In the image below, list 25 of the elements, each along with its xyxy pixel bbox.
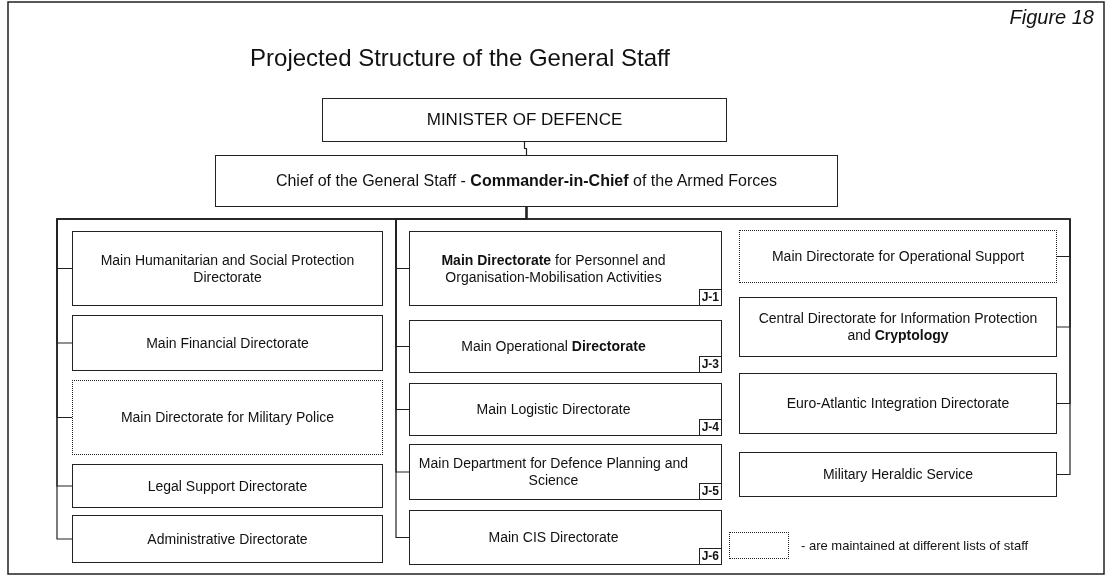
directorate-box: Main Directorate for Military Police — [72, 380, 383, 455]
directorate-box: Legal Support Directorate — [72, 464, 383, 508]
staff-code-tag: J-1 — [698, 289, 722, 306]
directorate-box: Main Operational Directorate J-3 — [409, 320, 722, 373]
staff-code-tag: J-5 — [698, 483, 722, 500]
directorate-box: Main Department for Defence Planning and Science J-5 — [409, 444, 722, 500]
figure-number: Figure 18 — [1009, 6, 1094, 29]
directorate-box: MINISTER OF DEFENCE — [322, 98, 727, 142]
directorate-box: Main Logistic Directorate J-4 — [409, 383, 722, 436]
staff-code-tag: J-6 — [698, 548, 722, 565]
directorate-box: Military Heraldic Service — [739, 452, 1057, 497]
directorate-box: Administrative Directorate — [72, 515, 383, 563]
staff-code-tag: J-4 — [698, 419, 722, 436]
directorate-box: Main Financial Directorate — [72, 315, 383, 371]
directorate-box: Euro-Atlantic Integration Directorate — [739, 373, 1057, 434]
diagram-title: Projected Structure of the General Staff — [249, 44, 671, 72]
connector-line — [525, 206, 1071, 476]
staff-code-tag: J-3 — [698, 356, 722, 373]
directorate-box: Main Humanitarian and Social Protection Directorate — [72, 231, 383, 306]
legend-text: - are maintained at different lists of staff — [801, 538, 1029, 553]
directorate-box: Chief of the General Staff - Commander-in-Chief of the Armed Forces — [215, 155, 838, 207]
directorate-box: Main Directorate for Personnel and Organisation-Mobilisation Activities J-1 — [409, 231, 722, 306]
directorate-box: Central Directorate for Information Protection and Cryptology — [739, 297, 1057, 357]
directorate-box: Main CIS Directorate J-6 — [409, 510, 722, 565]
directorate-box: Main Directorate for Operational Support — [739, 230, 1057, 283]
